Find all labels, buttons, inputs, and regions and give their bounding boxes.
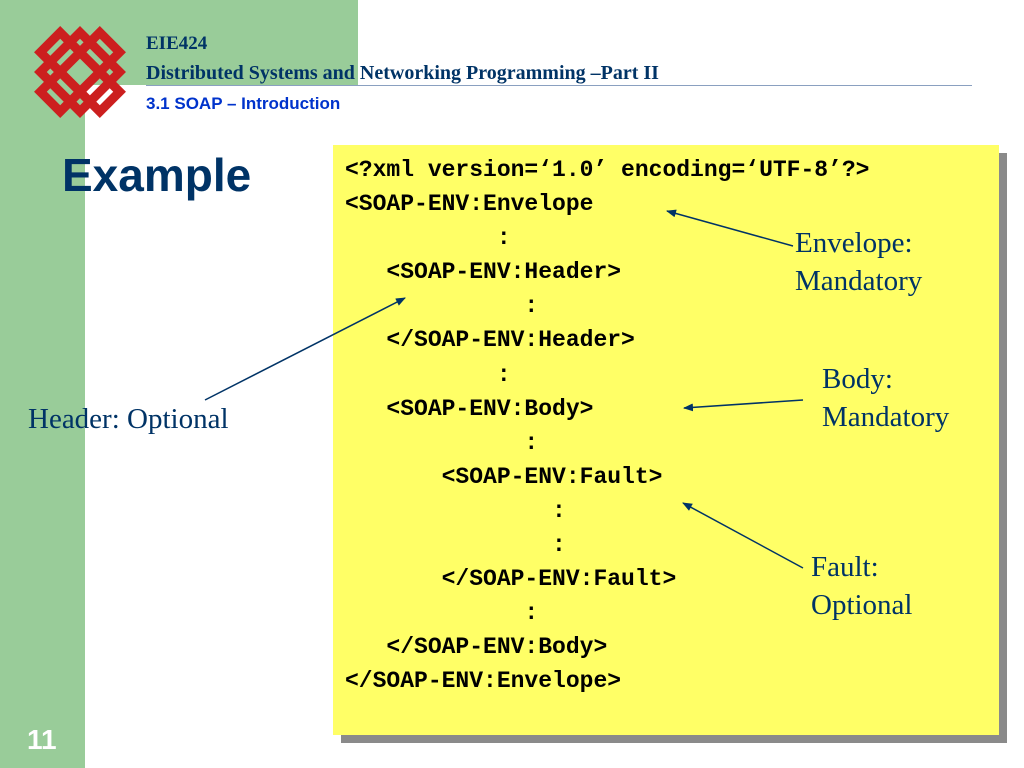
code-line: :: [345, 497, 566, 524]
course-title: Distributed Systems and Networking Progr…: [146, 62, 659, 84]
code-line: :: [345, 600, 539, 627]
slide-title: Example: [62, 149, 252, 201]
code-line: <?xml version=‘1.0’ encoding=‘UTF-8’?>: [345, 157, 870, 183]
annotation-body-line-1: Body:: [822, 363, 893, 395]
section-title: 3.1 SOAP – Introduction: [146, 94, 341, 113]
code-line: </SOAP-ENV:Fault>: [345, 566, 677, 593]
annotation-body-line-2: Mandatory: [822, 401, 950, 433]
code-line: </SOAP-ENV:Body>: [345, 634, 608, 661]
code-line: <SOAP-ENV:Envelope: [345, 191, 594, 218]
course-code: EIE424: [146, 33, 208, 54]
code-line: :: [345, 429, 539, 456]
annotation-envelope-line-1: Envelope:: [795, 227, 913, 259]
code-line: :: [345, 532, 566, 559]
code-line: :: [345, 293, 539, 320]
annotation-fault-line-1: Fault:: [811, 551, 879, 583]
annotation-envelope: Envelope: Mandatory: [795, 224, 922, 300]
annotation-fault-line-2: Optional: [811, 589, 913, 621]
annotation-body: Body: Mandatory: [822, 360, 949, 436]
annotation-header: Header: Optional: [28, 403, 229, 435]
header-divider: [146, 85, 972, 86]
code-line: :: [345, 361, 511, 388]
code-line: </SOAP-ENV:Header>: [345, 327, 635, 354]
code-line: <SOAP-ENV:Fault>: [345, 463, 663, 490]
annotation-envelope-line-2: Mandatory: [795, 265, 923, 297]
page-number: 11: [27, 724, 57, 755]
code-line: <SOAP-ENV:Body>: [345, 395, 594, 422]
code-line: <SOAP-ENV:Header>: [345, 259, 622, 286]
annotation-fault: Fault: Optional: [811, 548, 913, 624]
sidebar-left-band: [0, 0, 85, 768]
code-line: </SOAP-ENV:Envelope>: [345, 668, 622, 695]
code-box: <?xml version=‘1.0’ encoding=‘UTF-8’?> <…: [333, 145, 999, 735]
code-line: :: [345, 225, 511, 252]
university-logo-icon: [34, 26, 126, 118]
